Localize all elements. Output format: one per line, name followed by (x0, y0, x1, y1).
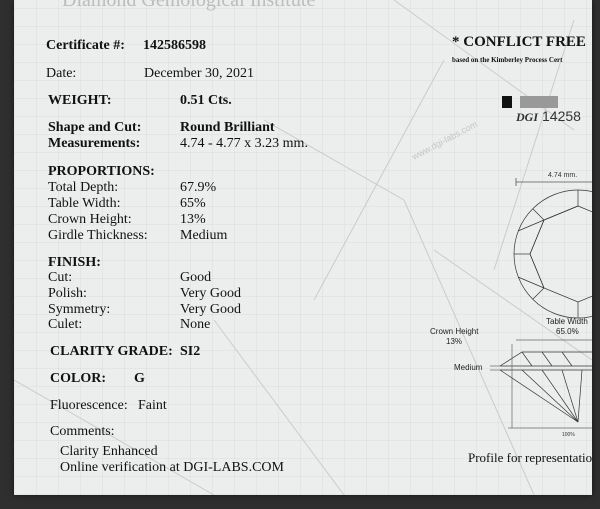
symmetry-value: Very Good (180, 302, 242, 317)
shape-label: Shape and Cut: (48, 120, 142, 135)
weight-value: 0.51 Cts. (180, 93, 232, 108)
shape-value: Round Brilliant (180, 120, 275, 135)
culet-value: None (180, 317, 211, 332)
measurements-value: 4.74 - 4.77 x 3.23 mm. (180, 136, 308, 151)
clarity-value: SI2 (180, 344, 201, 359)
dgi-number: 14258 (542, 108, 581, 124)
watermark-title: Diamond Gemological Institute (62, 0, 316, 11)
comments-line-2: Online verification at DGI-LABS.COM (60, 460, 284, 475)
date-value: December 30, 2021 (144, 66, 255, 81)
certificate-label: Certificate #: (46, 38, 125, 53)
girdle-label: Girdle Thickness: (48, 228, 148, 243)
profile-note: Profile for representation p (468, 450, 592, 465)
total-depth-label: Total Depth: (48, 180, 119, 195)
watermark-url: www.dgi-labs.com (409, 119, 479, 162)
color-value: G (134, 371, 145, 386)
date-label: Date: (46, 66, 77, 81)
symmetry-label: Symmetry: (48, 302, 111, 317)
comments-label: Comments: (50, 424, 115, 439)
table-width-diagram-value: 65.0% (556, 327, 579, 336)
polish-value: Very Good (180, 286, 242, 301)
dgi-logo: DGI (516, 110, 539, 124)
watermark-lines: www.dgi-labs.com (14, 0, 592, 495)
diamond-top-diagram (513, 178, 592, 319)
weight-label: WEIGHT: (48, 93, 112, 108)
table-width-diagram-label: Table Width (546, 317, 588, 326)
crown-height-diagram-label: Crown Height (430, 327, 479, 336)
diamond-profile-diagram (490, 339, 592, 429)
finish-heading: FINISH: (48, 255, 101, 270)
cut-label: Cut: (48, 270, 73, 285)
clarity-label: CLARITY GRADE: (50, 344, 173, 359)
cut-value: Good (180, 270, 212, 285)
crown-height-label: Crown Height: (48, 212, 132, 227)
culet-label: Culet: (48, 317, 83, 332)
fluorescence-label: Fluorescence: (50, 398, 128, 413)
security-strip (502, 96, 558, 108)
crown-height-value: 13% (180, 212, 206, 227)
table-width-value: 65% (180, 196, 206, 211)
girdle-value: Medium (180, 228, 228, 243)
proportions-heading: PROPORTIONS: (48, 164, 155, 179)
color-label: COLOR: (50, 371, 106, 386)
conflict-free-subtitle: based on the Kimberley Process Cert (452, 56, 563, 64)
certificate-sheet: www.dgi-labs.com Diamond Gemological Ins… (14, 0, 592, 495)
fluorescence-value: Faint (138, 398, 167, 413)
polish-label: Polish: (48, 286, 87, 301)
certificate-number: 142586598 (143, 38, 206, 53)
table-width-label: Table Width: (48, 196, 121, 211)
depth-diagram-label: 100% (562, 432, 575, 438)
measurements-label: Measurements: (48, 136, 141, 151)
crown-height-diagram-value: 13% (446, 337, 463, 346)
girdle-diagram-label: Medium (454, 363, 483, 372)
comments-line-1: Clarity Enhanced (60, 444, 158, 459)
diagram-width-label: 4.74 mm. (548, 172, 578, 179)
conflict-free-title: * CONFLICT FREE (452, 34, 586, 50)
total-depth-value: 67.9% (180, 180, 217, 195)
